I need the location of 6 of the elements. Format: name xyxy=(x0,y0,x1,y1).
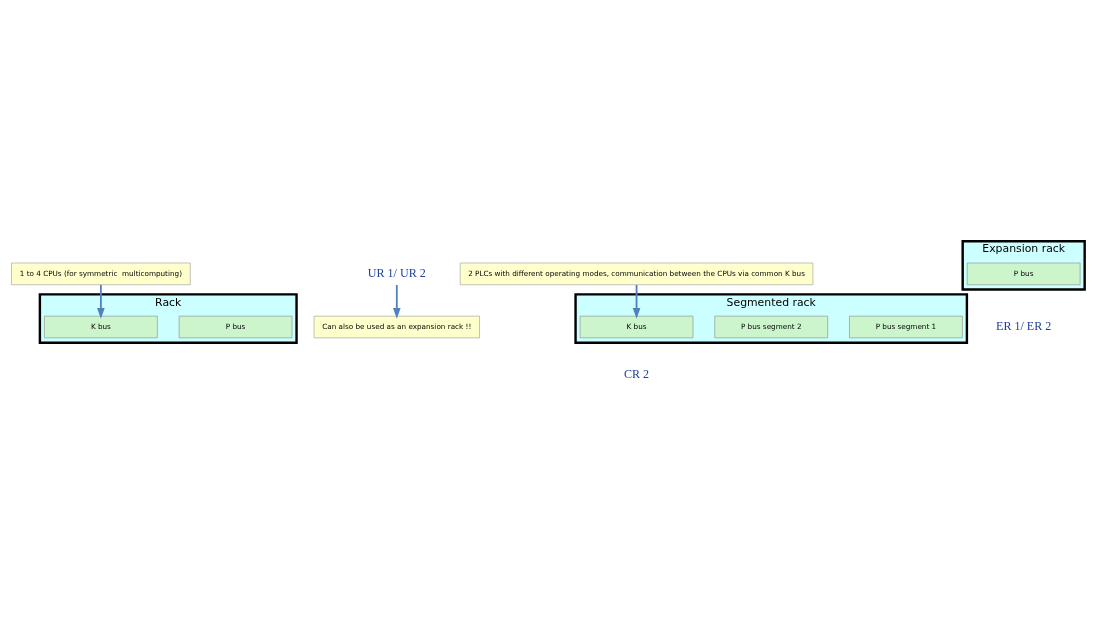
arrow xyxy=(393,284,401,319)
node-label: CR 2 xyxy=(623,366,650,381)
arrow xyxy=(97,284,105,319)
arrow xyxy=(632,284,641,319)
node-text: UR 1/ UR 2 xyxy=(367,265,426,280)
node-label: ER 1/ ER 2 xyxy=(996,319,1052,334)
